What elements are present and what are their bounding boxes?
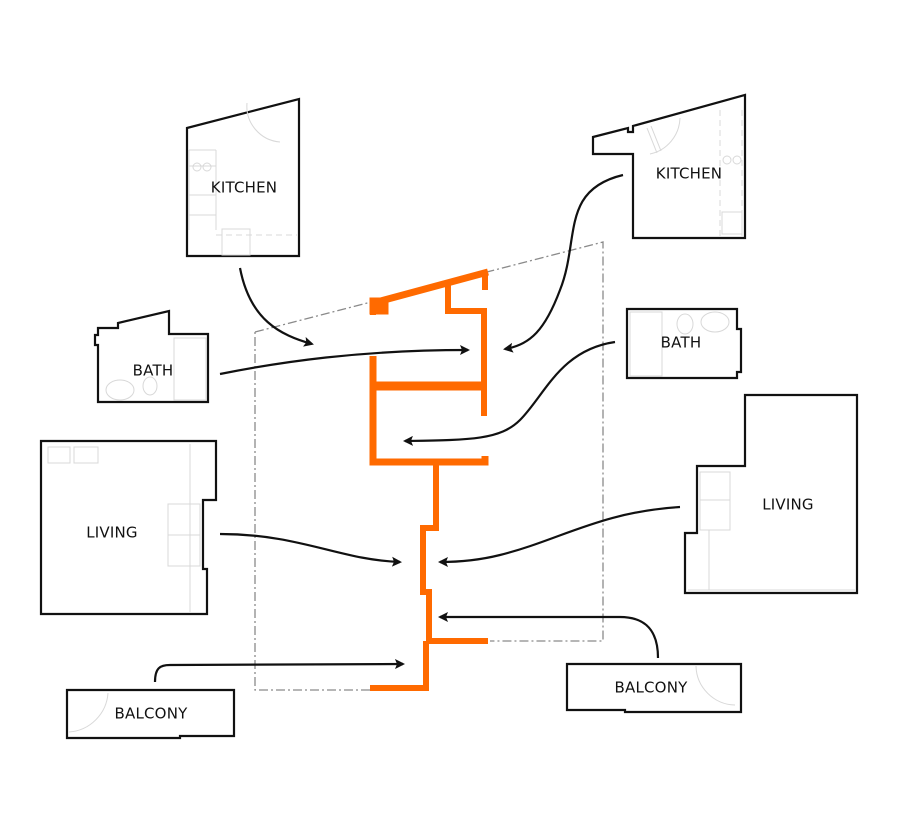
living-left-label: LIVING xyxy=(86,524,138,542)
arrow-balcony-right xyxy=(438,612,660,659)
arrow-living-right xyxy=(438,505,681,567)
unit-boundary xyxy=(254,241,604,691)
bath-right-toilet xyxy=(676,313,694,335)
arrow-kitchen-left xyxy=(238,267,314,347)
kitchen-left-outline xyxy=(185,97,301,258)
living-right-label: LIVING xyxy=(762,496,814,514)
kitchen-right-outline xyxy=(591,93,747,240)
arrow-bath-right xyxy=(403,340,616,446)
balcony-right-door-swing xyxy=(695,665,736,706)
balcony-right-label: BALCONY xyxy=(615,679,689,697)
kitchen-left-label: KITCHEN xyxy=(211,179,277,197)
arrow-kitchen-right xyxy=(503,173,624,353)
bath-left-outline xyxy=(93,309,210,404)
core-top-wall xyxy=(372,268,489,307)
core-wall-block xyxy=(369,297,389,315)
living-right-sofa xyxy=(699,471,731,531)
core-wall-segment xyxy=(369,356,489,466)
core-wall-segment xyxy=(445,284,487,416)
bath-left-toilet xyxy=(142,376,158,396)
kitchen-left-counter xyxy=(188,149,217,230)
kitchen-left-door-swing xyxy=(246,102,281,143)
living-left-outline xyxy=(39,439,218,616)
bath-right-label: BATH xyxy=(661,334,702,352)
balcony-left-label: BALCONY xyxy=(115,705,189,723)
core-wall-segment xyxy=(420,462,488,644)
room-bath-right[interactable]: BATH xyxy=(625,307,743,380)
living-right-outline xyxy=(683,393,859,595)
kitchen-right-door-swing xyxy=(649,117,681,155)
arrow-balcony-left xyxy=(153,659,405,683)
core-wall-segment xyxy=(370,641,429,691)
bath-right-tub xyxy=(629,311,663,377)
room-kitchen-right[interactable]: KITCHEN xyxy=(591,93,747,240)
bath-right-sink xyxy=(700,311,730,333)
balcony-left-door-swing xyxy=(68,692,109,733)
bath-left-tub xyxy=(173,337,207,401)
room-living-right[interactable]: LIVING xyxy=(683,393,859,595)
connection-arrows xyxy=(153,173,681,683)
central-core xyxy=(369,268,489,691)
arrow-bath-left xyxy=(219,345,470,376)
room-living-left[interactable]: LIVING xyxy=(39,439,218,616)
bath-left-label: BATH xyxy=(133,362,174,380)
room-bath-left[interactable]: BATH xyxy=(93,309,210,404)
arrow-living-left xyxy=(219,532,402,567)
bath-right-outline xyxy=(625,307,743,380)
room-balcony-right[interactable]: BALCONY xyxy=(565,662,743,714)
kitchen-right-label: KITCHEN xyxy=(656,165,722,183)
room-kitchen-left[interactable]: KITCHEN xyxy=(185,97,301,258)
balcony-left-outline xyxy=(65,688,236,740)
bath-left-sink xyxy=(105,379,135,401)
room-balcony-left[interactable]: BALCONY xyxy=(65,688,236,740)
